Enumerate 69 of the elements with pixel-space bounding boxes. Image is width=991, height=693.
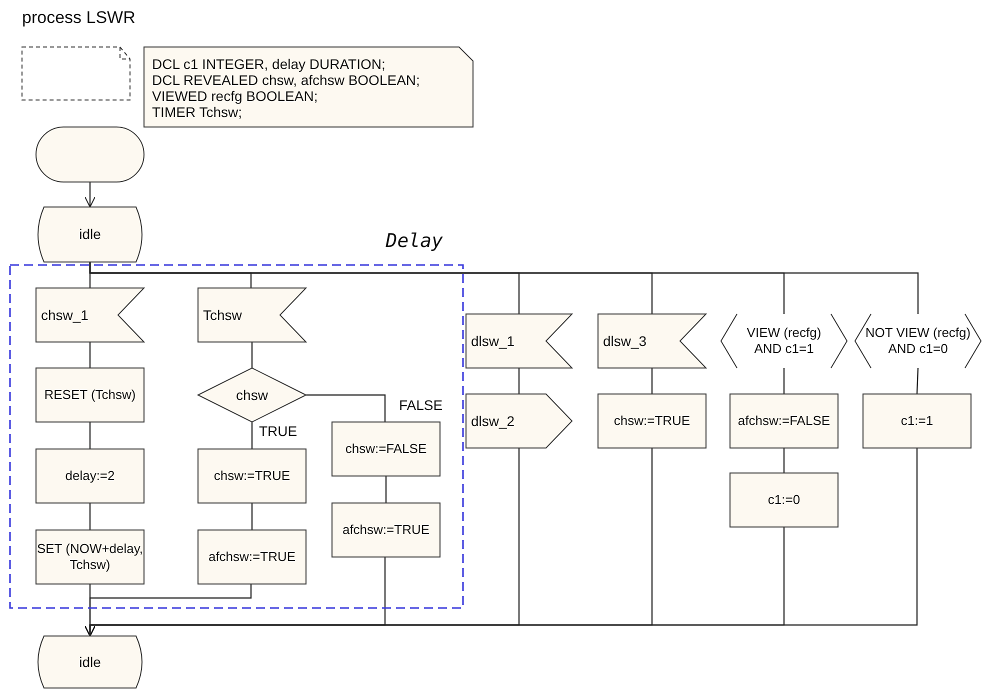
state-name: idle — [79, 226, 101, 243]
condition-text: VIEW (recfg) AND c1=1 — [746, 325, 822, 357]
task-box — [332, 422, 440, 476]
connector — [306, 394, 386, 422]
connector — [783, 448, 785, 473]
connector — [385, 476, 387, 503]
connector — [89, 342, 91, 368]
connector — [651, 368, 653, 394]
task-text: SET (NOW+delay, Tchsw) — [36, 541, 144, 573]
input-signal-symbol — [198, 288, 306, 342]
task-text: chsw:=TRUE — [614, 413, 690, 429]
edge-label: TRUE — [258, 424, 298, 440]
diagram-title: process LSWR — [22, 8, 136, 28]
comment-note — [144, 47, 473, 127]
output-signal-symbol — [466, 394, 572, 448]
task-box — [730, 473, 838, 527]
declaration-text: TIMER Tchsw; — [152, 104, 242, 120]
task-text: c1:=1 — [900, 413, 934, 429]
connector — [916, 368, 919, 394]
input-signal-symbol — [598, 314, 706, 368]
input-signal-symbol — [36, 288, 144, 342]
signal-name: dlsw_3 — [603, 332, 647, 350]
task-text: afchsw:=TRUE — [342, 522, 430, 538]
declaration-text: DCL REVEALED chsw, afchsw BOOLEAN; — [152, 72, 420, 88]
condition-text: NOT VIEW (recfg) AND c1=0 — [865, 325, 971, 357]
task-box — [598, 394, 706, 448]
continuous-signal-symbol — [721, 314, 847, 368]
task-box — [198, 530, 306, 584]
text-extension-symbol — [22, 47, 130, 100]
state-name: idle — [79, 654, 101, 670]
start-symbol — [36, 127, 144, 182]
decision-diamond — [198, 368, 306, 422]
task-box — [36, 530, 144, 584]
signal-name: dlsw_2 — [471, 412, 515, 430]
task-text: afchsw:=TRUE — [208, 549, 296, 565]
connector — [251, 503, 253, 530]
task-box — [198, 449, 306, 503]
declaration-text: VIEWED recfg BOOLEAN; — [152, 88, 318, 104]
task-box — [730, 394, 838, 448]
continuous-signal-symbol — [855, 314, 981, 368]
decision-text: chsw — [236, 386, 268, 404]
task-text: chsw:=FALSE — [345, 441, 427, 457]
connector — [251, 422, 253, 449]
state-symbol — [36, 636, 144, 688]
task-text: c1:=0 — [768, 492, 800, 508]
task-text: afchsw:=FALSE — [738, 413, 830, 429]
task-text: delay:=2 — [65, 468, 115, 484]
state-symbol — [36, 207, 144, 262]
group-label: Delay — [386, 230, 443, 252]
connector — [89, 422, 91, 449]
signal-name: chsw_1 — [41, 306, 88, 324]
signal-name: dlsw_1 — [471, 332, 515, 350]
connector — [518, 368, 520, 394]
task-box — [36, 368, 144, 422]
task-text: RESET (Tchsw) — [44, 387, 136, 403]
edge-label: FALSE — [398, 398, 444, 414]
task-box — [36, 449, 144, 503]
connector — [84, 182, 96, 208]
connector — [251, 342, 253, 368]
declaration-text: DCL c1 INTEGER, delay DURATION; — [152, 56, 386, 72]
connector — [89, 262, 919, 314]
connector — [783, 368, 785, 394]
input-signal-symbol — [466, 314, 572, 368]
task-text: chsw:=TRUE — [214, 468, 290, 484]
task-box — [863, 394, 971, 448]
task-box — [332, 503, 440, 557]
connector — [89, 503, 91, 530]
signal-name: Tchsw — [203, 306, 242, 324]
connector — [84, 448, 918, 636]
